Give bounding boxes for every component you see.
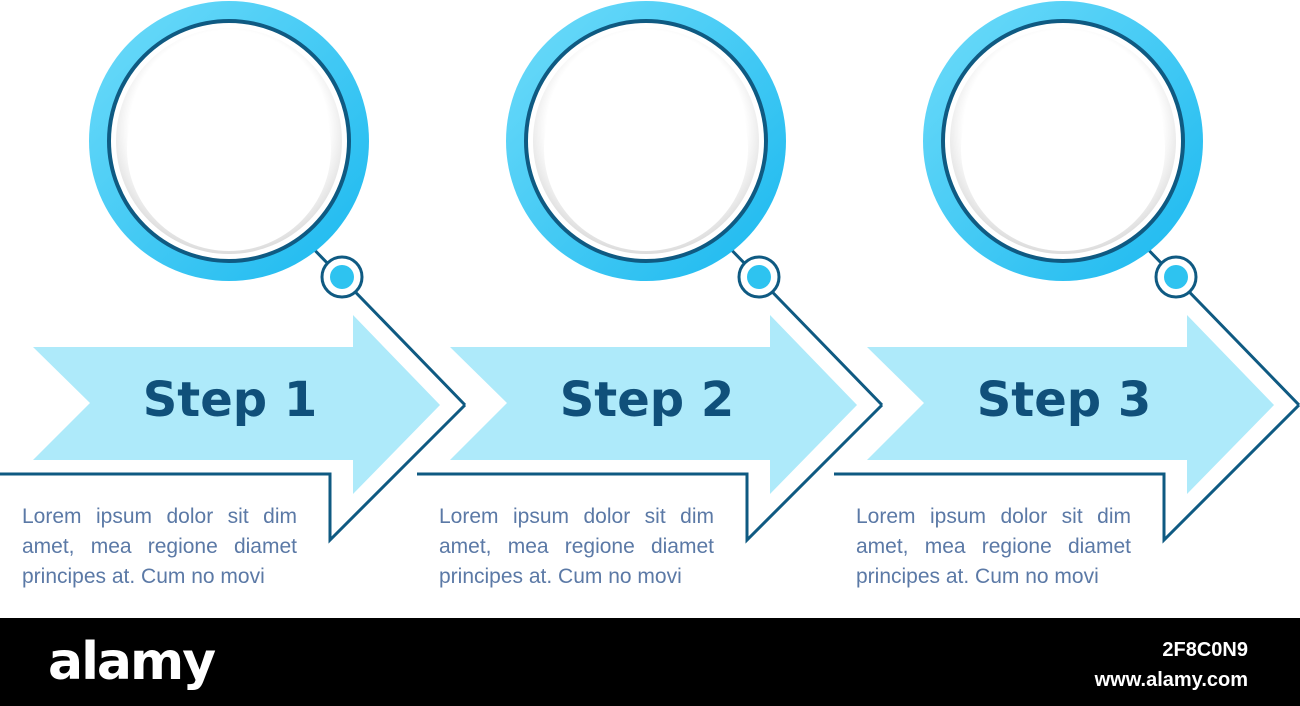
alamy-logo: alamy — [48, 632, 216, 692]
step-2-bracket-outline — [417, 403, 884, 544]
image-id: 2F8C0N9 — [1162, 639, 1248, 661]
step-2-description: Lorem ipsum dolor sit dim amet, mea regi… — [439, 505, 714, 588]
step-3-node-inner — [1164, 265, 1188, 289]
step-2-label: Step 2 — [559, 372, 735, 428]
step-1-label: Step 1 — [142, 372, 318, 428]
site-url: www.alamy.com — [1094, 669, 1248, 691]
step-2-disc-face — [544, 47, 748, 251]
step-1-description: Lorem ipsum dolor sit dim amet, mea regi… — [22, 505, 297, 588]
infographic: Step 1 Step 2 Step 3 Lorem ipsum dolor s… — [0, 1, 1300, 588]
step-2-node-inner — [747, 265, 771, 289]
step-1-node-inner — [330, 265, 354, 289]
step-1-arrow — [33, 315, 440, 494]
step-3-arrow — [867, 315, 1274, 494]
step-3-label: Step 3 — [976, 372, 1152, 428]
step-1-disc-face — [127, 47, 331, 251]
step-3-description: Lorem ipsum dolor sit dim amet, mea regi… — [856, 505, 1131, 588]
step-1-bracket-outline — [0, 403, 467, 544]
step-2-graphic — [417, 1, 884, 544]
step-2-arrow — [450, 315, 857, 494]
step-3-bracket-outline — [834, 403, 1300, 544]
step-3-graphic — [834, 1, 1300, 544]
step-3-disc-face — [961, 47, 1165, 251]
step-diagram — [0, 1, 1300, 544]
stock-footer: alamy 2F8C0N9 www.alamy.com — [0, 618, 1300, 706]
step-1-graphic — [0, 1, 467, 544]
